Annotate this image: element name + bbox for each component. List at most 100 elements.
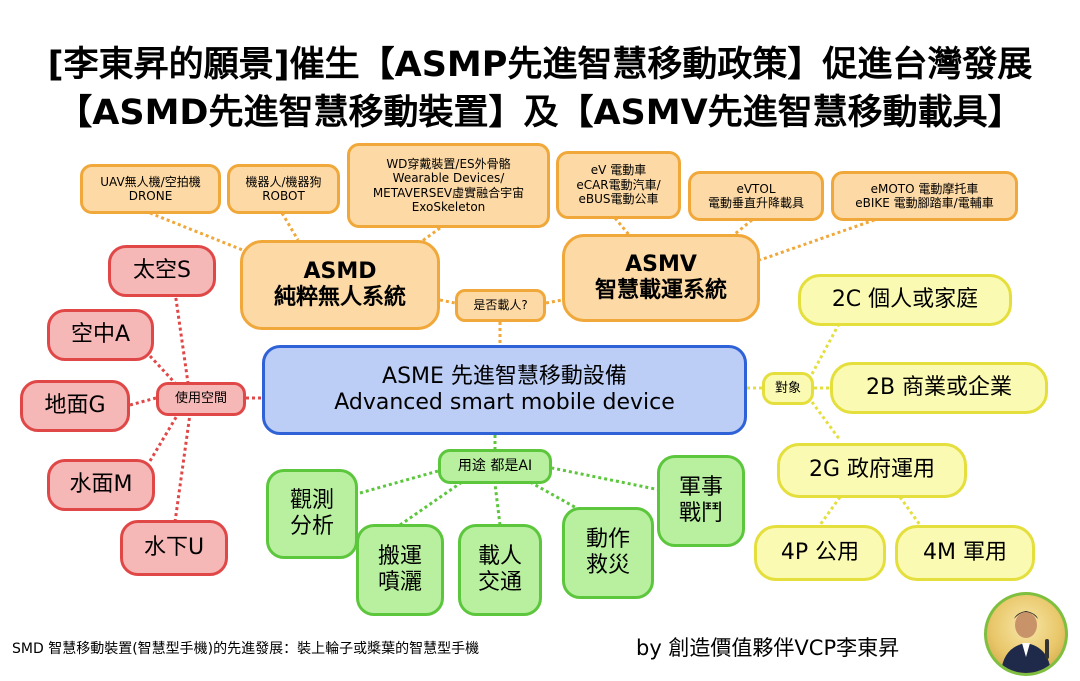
space-node-u: 水下U — [120, 520, 228, 576]
asmd-node-line2: 純粹無人系統 — [273, 285, 406, 310]
asmd-item-robot-line2: ROBOT — [262, 189, 305, 203]
target-hub-label: 對象 — [774, 380, 801, 396]
manned-question-node: 是否載人? — [455, 289, 546, 322]
link-space-u — [173, 413, 192, 523]
asmv-item-emoto-line2: eBIKE 電動腳踏車/電輔車 — [855, 196, 994, 210]
space-node-u-label: 水下U — [143, 534, 205, 560]
asmd-item-wearable-line1: WD穿戴裝置/ES外骨骼 — [386, 156, 511, 171]
link-asmd-robot — [280, 212, 300, 241]
space-node-s: 太空S — [108, 245, 216, 297]
link-space-m — [148, 413, 180, 462]
center-node-line2: Advanced smart mobile device — [334, 390, 675, 415]
person-icon — [1001, 611, 1051, 673]
link-space-s — [173, 291, 190, 384]
asmv-item-ev-line3: eBUS電動公車 — [578, 192, 659, 207]
usage-node-observe: 觀測 分析 — [266, 469, 358, 559]
usage-hub-label: 用途 都是AI — [457, 458, 533, 475]
link-asmv-evtol — [729, 218, 753, 240]
asmv-item-evtol: eVTOL 電動垂直升降載具 — [688, 171, 824, 221]
link-usage-rescue — [529, 480, 581, 512]
link-asmv-ev — [613, 217, 632, 237]
link-target-4m — [898, 496, 922, 526]
link-question-asmv — [545, 298, 563, 305]
usage-node-transport-line1: 載人 — [477, 543, 522, 569]
usage-node-transport: 載人 交通 — [458, 524, 542, 616]
target-node-4m: 4M 軍用 — [895, 525, 1035, 581]
asmv-node-line2: 智慧載運系統 — [594, 278, 727, 303]
asmv-item-emoto-line1: eMOTO 電動摩托車 — [870, 181, 979, 196]
link-usage-observe — [359, 469, 439, 495]
usage-node-military-line2: 戰鬥 — [678, 501, 723, 526]
asmd-node: ASMD 純粹無人系統 — [240, 240, 440, 330]
usage-node-observe-line1: 觀測 — [289, 487, 334, 513]
asmd-item-robot-line1: 機器人/機器狗 — [245, 174, 322, 189]
link-asmd-question — [439, 298, 456, 305]
space-hub-label: 使用空間 — [174, 391, 227, 407]
target-node-2c: 2C 個人或家庭 — [798, 274, 1012, 326]
space-node-g-label: 地面G — [44, 392, 106, 418]
asmv-item-evtol-line1: eVTOL — [736, 181, 776, 196]
target-node-4m-label: 4M 軍用 — [923, 539, 1007, 565]
asmd-item-robot: 機器人/機器狗 ROBOT — [227, 164, 340, 214]
usage-node-carry-line2: 噴灑 — [377, 570, 422, 595]
link-usage-transport — [493, 483, 502, 526]
target-node-2b: 2B 商業或企業 — [830, 362, 1048, 414]
link-space-g — [129, 396, 157, 407]
usage-node-carry-line1: 搬運 — [377, 543, 422, 569]
space-node-g: 地面G — [20, 380, 130, 432]
target-node-2b-label: 2B 商業或企業 — [865, 374, 1013, 400]
asmv-item-ev: eV 電動車 eCAR電動汽車/ eBUS電動公車 — [556, 151, 681, 219]
footer-note: SMD 智慧移動裝置(智慧型手機)的先進發展：裝上輪子或槳葉的智慧型手機 — [12, 641, 480, 657]
asmd-item-wearable-line4: ExoSkeleton — [411, 199, 486, 214]
space-node-s-label: 太空S — [133, 257, 191, 283]
target-node-4p: 4P 公用 — [754, 525, 886, 581]
asmv-item-ev-line2: eCAR電動汽車/ — [576, 177, 661, 192]
usage-node-military: 軍事 戰鬥 — [657, 455, 745, 547]
asmv-item-emoto: eMOTO 電動摩托車 eBIKE 電動腳踏車/電輔車 — [831, 171, 1018, 221]
asmd-item-drone-line1: UAV無人機/空拍機 — [100, 174, 201, 189]
space-hub: 使用空間 — [156, 382, 246, 416]
title-line-1: [李東昇的願景]催生【ASMP先進智慧移動政策】促進台灣發展 — [47, 45, 1033, 85]
link-target-2c — [810, 321, 842, 375]
usage-node-transport-line2: 交通 — [477, 570, 522, 595]
usage-node-rescue-line1: 動作 — [585, 526, 630, 552]
space-node-m: 水面M — [47, 459, 155, 511]
link-target-4p — [818, 496, 842, 526]
usage-node-rescue-line2: 救災 — [585, 553, 630, 578]
title-line-2: 【ASMD先進智慧移動裝置】及【ASMV先進智慧移動載具】 — [57, 93, 1023, 133]
center-node-line1: ASME 先進智慧移動設備 — [382, 363, 627, 389]
asmd-item-wearable-line3: METAVERSEV虛實融合宇宙 — [372, 185, 525, 200]
link-asmd-drone — [149, 211, 256, 257]
target-hub: 對象 — [762, 372, 814, 405]
usage-node-military-line1: 軍事 — [678, 474, 723, 500]
link-asmv-emoto — [759, 216, 881, 262]
asmv-node-line1: ASMV — [625, 251, 697, 277]
target-node-2g: 2G 政府運用 — [777, 443, 967, 498]
target-node-4p-label: 4P 公用 — [780, 539, 860, 565]
asmd-item-wearable: WD穿戴裝置/ES外骨骼 Wearable Devices/ METAVERSE… — [347, 143, 550, 228]
footer-byline: by 創造價值夥伴VCP李東昇 — [636, 636, 900, 660]
space-node-a: 空中A — [47, 309, 154, 361]
usage-hub: 用途 都是AI — [438, 449, 552, 484]
asmd-item-drone-line2: DRONE — [128, 189, 173, 203]
asmd-item-wearable-line2: Wearable Devices/ — [392, 171, 505, 186]
space-node-m-label: 水面M — [69, 471, 133, 497]
asmd-item-drone: UAV無人機/空拍機 DRONE — [80, 164, 221, 214]
usage-node-rescue: 動作 救災 — [562, 507, 654, 599]
link-space-a — [148, 354, 177, 385]
link-usage-military — [551, 466, 661, 492]
asmv-node: ASMV 智慧載運系統 — [562, 234, 760, 322]
center-node: ASME 先進智慧移動設備 Advanced smart mobile devi… — [262, 345, 747, 435]
asmv-item-ev-line1: eV 電動車 — [590, 163, 647, 178]
asmv-item-evtol-line2: 電動垂直升降載具 — [707, 196, 804, 210]
asmd-node-line1: ASMD — [303, 258, 377, 284]
target-node-2c-label: 2C 個人或家庭 — [831, 286, 979, 312]
link-usage-carry — [399, 480, 463, 527]
author-avatar — [984, 592, 1068, 676]
link-target-2g — [810, 401, 842, 441]
target-node-2g-label: 2G 政府運用 — [808, 457, 936, 483]
usage-node-observe-line2: 分析 — [289, 514, 334, 539]
space-node-a-label: 空中A — [70, 321, 131, 347]
usage-node-carry: 搬運 噴灑 — [356, 524, 444, 616]
